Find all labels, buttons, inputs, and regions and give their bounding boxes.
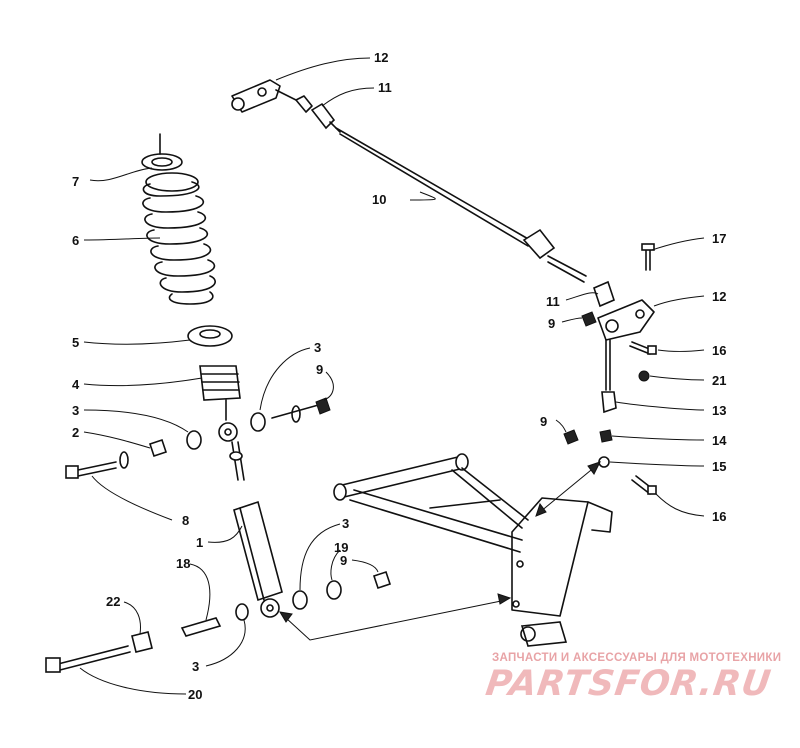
part-bolt-8 — [65, 461, 117, 479]
callout-15: 15 — [712, 459, 726, 474]
part-rod-end-13 — [601, 339, 617, 414]
callout-3a: 3 — [314, 340, 321, 355]
part-bolt-16a — [629, 341, 657, 355]
part-swing-arm-frame — [333, 453, 613, 647]
callout-labels: 12 11 10 7 6 17 12 11 9 5 16 3 9 21 4 13… — [72, 50, 727, 702]
part-bump-stop-4 — [199, 365, 241, 401]
part-spring-seat-5 — [187, 325, 233, 347]
part-rod-end-top — [231, 79, 297, 113]
callout-11a: 11 — [378, 80, 392, 95]
callout-3b: 3 — [72, 403, 79, 418]
callout-7: 7 — [72, 174, 79, 189]
arrow-rod-to-frame — [535, 461, 601, 517]
callout-9a: 9 — [548, 316, 555, 331]
part-nut-21 — [638, 370, 650, 382]
callout-9c: 9 — [540, 414, 547, 429]
callout-19: 19 — [334, 540, 348, 555]
callout-10: 10 — [372, 192, 386, 207]
callout-12a: 12 — [374, 50, 388, 65]
callout-20: 20 — [188, 687, 202, 702]
part-nut-9c — [563, 429, 579, 445]
part-bolt-17 — [641, 243, 655, 271]
part-bushing-3c — [292, 590, 308, 610]
part-nut-14 — [599, 429, 613, 443]
callout-18: 18 — [176, 556, 190, 571]
watermark-logo: PARTSFOR.RU — [483, 664, 774, 704]
part-nut-9a — [581, 311, 597, 327]
callout-13: 13 — [712, 403, 726, 418]
part-shock-upper-eye — [218, 399, 245, 481]
part-washer-top — [271, 403, 323, 423]
part-bolt-20 — [45, 645, 131, 673]
part-lever-right — [597, 299, 655, 341]
part-nut-9b — [315, 397, 331, 415]
callout-16b: 16 — [712, 509, 726, 524]
part-bushing-22 — [131, 631, 153, 653]
callout-9d: 9 — [340, 553, 347, 568]
part-nut-9d — [372, 570, 392, 590]
part-boot-right — [593, 280, 615, 308]
callout-5: 5 — [72, 335, 79, 350]
callout-14: 14 — [712, 433, 727, 448]
part-bushing-3d — [235, 603, 249, 621]
callout-3d: 3 — [192, 659, 199, 674]
leader-lines — [79, 57, 705, 695]
callout-1: 1 — [196, 535, 203, 550]
callout-22: 22 — [106, 594, 120, 609]
part-washer-2 — [119, 451, 129, 469]
callout-16a: 16 — [712, 343, 726, 358]
callout-17: 17 — [712, 231, 726, 246]
part-boot-top — [295, 95, 341, 133]
callout-8: 8 — [182, 513, 189, 528]
callout-9b: 9 — [316, 362, 323, 377]
callout-11b: 11 — [546, 294, 560, 309]
part-coil-spring-6 — [142, 172, 216, 305]
part-bolt-16b — [631, 475, 657, 495]
part-spring-retainer-7 — [141, 133, 183, 171]
callout-21: 21 — [712, 373, 726, 388]
part-cable — [335, 127, 587, 283]
callout-2: 2 — [72, 425, 79, 440]
part-shock-body-1 — [233, 500, 283, 618]
part-bushing-3a — [250, 412, 266, 432]
callout-6: 6 — [72, 233, 79, 248]
part-spacer-19 — [326, 580, 342, 600]
part-spacer-2 — [148, 438, 168, 458]
part-sleeve-18 — [180, 617, 222, 637]
part-bushing-3b — [186, 430, 202, 450]
watermark-tagline: ЗАПЧАСТИ И АКСЕССУАРЫ ДЛЯ МОТОТЕХНИКИ — [492, 652, 782, 664]
arrow-shock-to-frame — [279, 593, 512, 641]
callout-3c: 3 — [342, 516, 349, 531]
callout-4: 4 — [72, 377, 80, 392]
callout-12b: 12 — [712, 289, 726, 304]
